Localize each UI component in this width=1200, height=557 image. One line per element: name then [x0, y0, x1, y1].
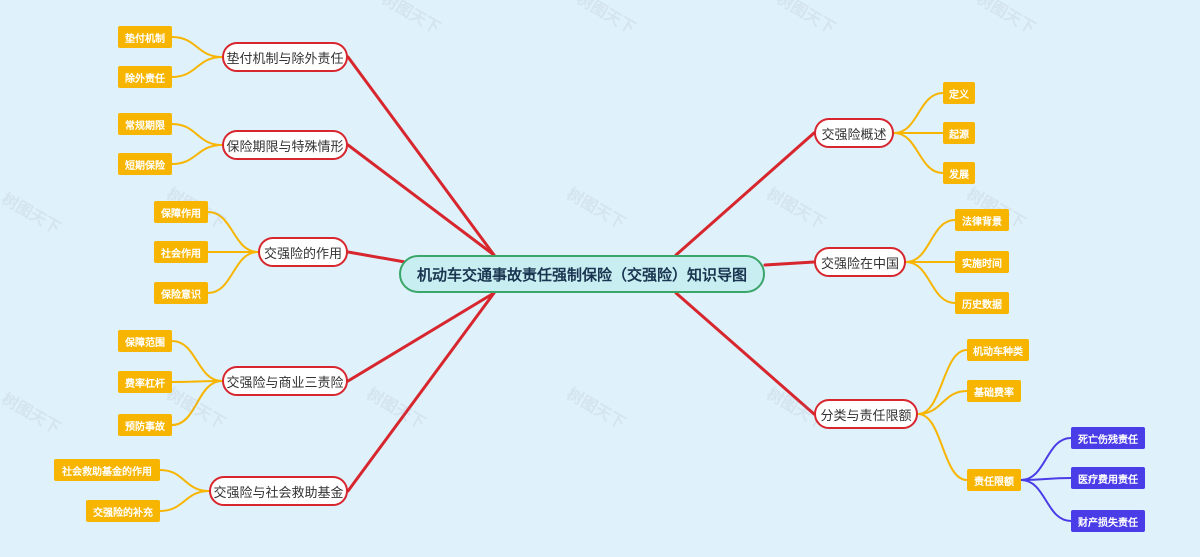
- subtopic-legal-background[interactable]: 法律背景: [955, 209, 1009, 231]
- main-branch-line: [346, 291, 496, 493]
- subtopic-origin[interactable]: 起源: [943, 122, 975, 144]
- level3-branch-line: [1020, 479, 1072, 522]
- sub-branch-line: [893, 92, 944, 134]
- sub-branch-line: [207, 211, 259, 253]
- topic-classification-limits[interactable]: 分类与责任限额: [814, 399, 918, 429]
- sub-branch-line: [917, 413, 968, 481]
- topic-overview[interactable]: 交强险概述: [814, 118, 894, 148]
- main-branch-line: [346, 143, 496, 257]
- subtopic-death-disability[interactable]: 死亡伤残责任: [1071, 427, 1145, 449]
- topic-social-fund[interactable]: 交强险与社会救助基金: [209, 476, 348, 506]
- sub-branch-line: [171, 36, 223, 58]
- sub-branch-line: [159, 490, 210, 512]
- main-branch-line: [346, 250, 407, 264]
- main-branch-line: [674, 131, 816, 257]
- topic-functions[interactable]: 交强险的作用: [258, 237, 348, 267]
- subtopic-accident-prevention[interactable]: 预防事故: [118, 414, 172, 436]
- sub-branch-line: [171, 144, 223, 165]
- sub-branch-line: [171, 380, 223, 426]
- subtopic-supplement[interactable]: 交强险的补充: [86, 500, 160, 522]
- sub-branch-line: [171, 123, 223, 146]
- subtopic-implementation-time[interactable]: 实施时间: [955, 251, 1009, 273]
- sub-branch-line: [917, 349, 968, 415]
- subtopic-definition[interactable]: 定义: [943, 82, 975, 104]
- topic-insurance-period[interactable]: 保险期限与特殊情形: [222, 130, 348, 160]
- subtopic-social-role[interactable]: 社会作用: [154, 241, 208, 263]
- subtopic-base-rate[interactable]: 基础费率: [967, 380, 1021, 402]
- subtopic-property-loss[interactable]: 财产损失责任: [1071, 510, 1145, 532]
- level3-branch-line: [1020, 437, 1072, 481]
- sub-branch-line: [905, 261, 956, 304]
- subtopic-advance-payment-mechanism[interactable]: 垫付机制: [118, 26, 172, 48]
- topic-commercial-comparison[interactable]: 交强险与商业三责险: [222, 366, 348, 396]
- sub-branch-line: [207, 251, 259, 294]
- subtopic-protection-role[interactable]: 保障作用: [154, 201, 208, 223]
- subtopic-coverage[interactable]: 保障范围: [118, 330, 172, 352]
- subtopic-short-term[interactable]: 短期保险: [118, 153, 172, 175]
- sub-branch-line: [905, 219, 956, 263]
- subtopic-historical-data[interactable]: 历史数据: [955, 292, 1009, 314]
- subtopic-exclusions[interactable]: 除外责任: [118, 66, 172, 88]
- main-branch-line: [346, 291, 496, 383]
- main-branch-line: [763, 260, 816, 267]
- subtopic-fund-role[interactable]: 社会救助基金的作用: [54, 459, 160, 481]
- subtopic-liability-limit[interactable]: 责任限额: [967, 469, 1021, 491]
- main-branch-line: [674, 291, 816, 416]
- subtopic-medical-expense[interactable]: 医疗费用责任: [1071, 467, 1145, 489]
- sub-branch-line: [171, 56, 223, 78]
- subtopic-insurance-awareness[interactable]: 保险意识: [154, 282, 208, 304]
- main-branch-line: [346, 55, 496, 257]
- subtopic-regular-period[interactable]: 常规期限: [118, 113, 172, 135]
- topic-advance-payment[interactable]: 垫付机制与除外责任: [222, 42, 348, 72]
- sub-branch-line: [171, 340, 223, 382]
- subtopic-rate-lever[interactable]: 费率杠杆: [118, 371, 172, 393]
- root-topic[interactable]: 机动车交通事故责任强制保险（交强险）知识导图: [399, 255, 765, 293]
- subtopic-vehicle-types[interactable]: 机动车种类: [967, 339, 1029, 361]
- sub-branch-line: [893, 132, 944, 174]
- sub-branch-line: [159, 469, 210, 492]
- sub-branch-line: [917, 390, 968, 415]
- subtopic-development[interactable]: 发展: [943, 162, 975, 184]
- topic-in-china[interactable]: 交强险在中国: [814, 247, 906, 277]
